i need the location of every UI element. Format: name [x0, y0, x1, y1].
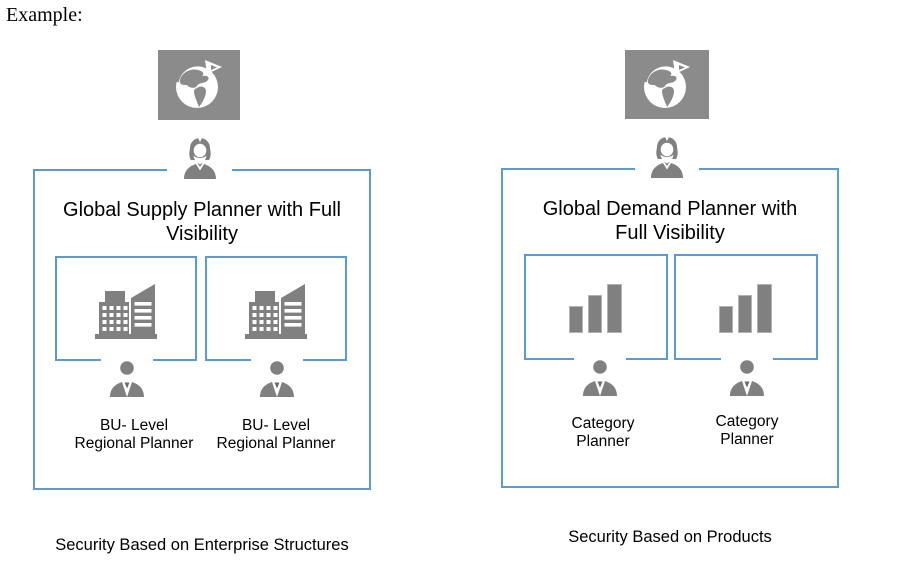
- man-user-icon: [721, 355, 773, 397]
- globe-icon: [175, 60, 222, 108]
- product-unit-box-1: [524, 254, 668, 360]
- example-label: Example:: [6, 4, 83, 26]
- right-panel-title: Global Demand Planner with Full Visibili…: [542, 198, 798, 244]
- man-user-icon: [574, 355, 626, 397]
- enterprise-unit-box-1: [55, 256, 197, 361]
- enterprise-unit-box-2: [205, 256, 347, 361]
- man-user-icon: [251, 356, 303, 398]
- left-panel-title: Global Supply Planner with Full Visibili…: [63, 199, 341, 245]
- product-unit-box-2: [674, 254, 818, 360]
- woman-user-icon: [167, 131, 232, 179]
- bar-chart-icon: [719, 284, 772, 333]
- right-security-caption: Security Based on Products: [568, 528, 772, 546]
- globe-icon: [643, 59, 690, 108]
- bar-chart-icon: [569, 284, 622, 333]
- buildings-icon: [245, 283, 307, 339]
- woman-user-icon: [635, 130, 699, 178]
- unit-role-label: Category Planner: [715, 413, 779, 448]
- globe-icon: [158, 50, 240, 120]
- left-security-caption: Security Based on Enterprise Structures: [55, 536, 349, 554]
- unit-role-label: BU- Level Regional Planner: [74, 417, 194, 452]
- unit-role-label: Category Planner: [571, 415, 635, 450]
- unit-role-label: BU- Level Regional Planner: [216, 417, 336, 452]
- globe-icon: [625, 50, 709, 119]
- buildings-icon: [95, 283, 157, 339]
- man-user-icon: [101, 356, 153, 398]
